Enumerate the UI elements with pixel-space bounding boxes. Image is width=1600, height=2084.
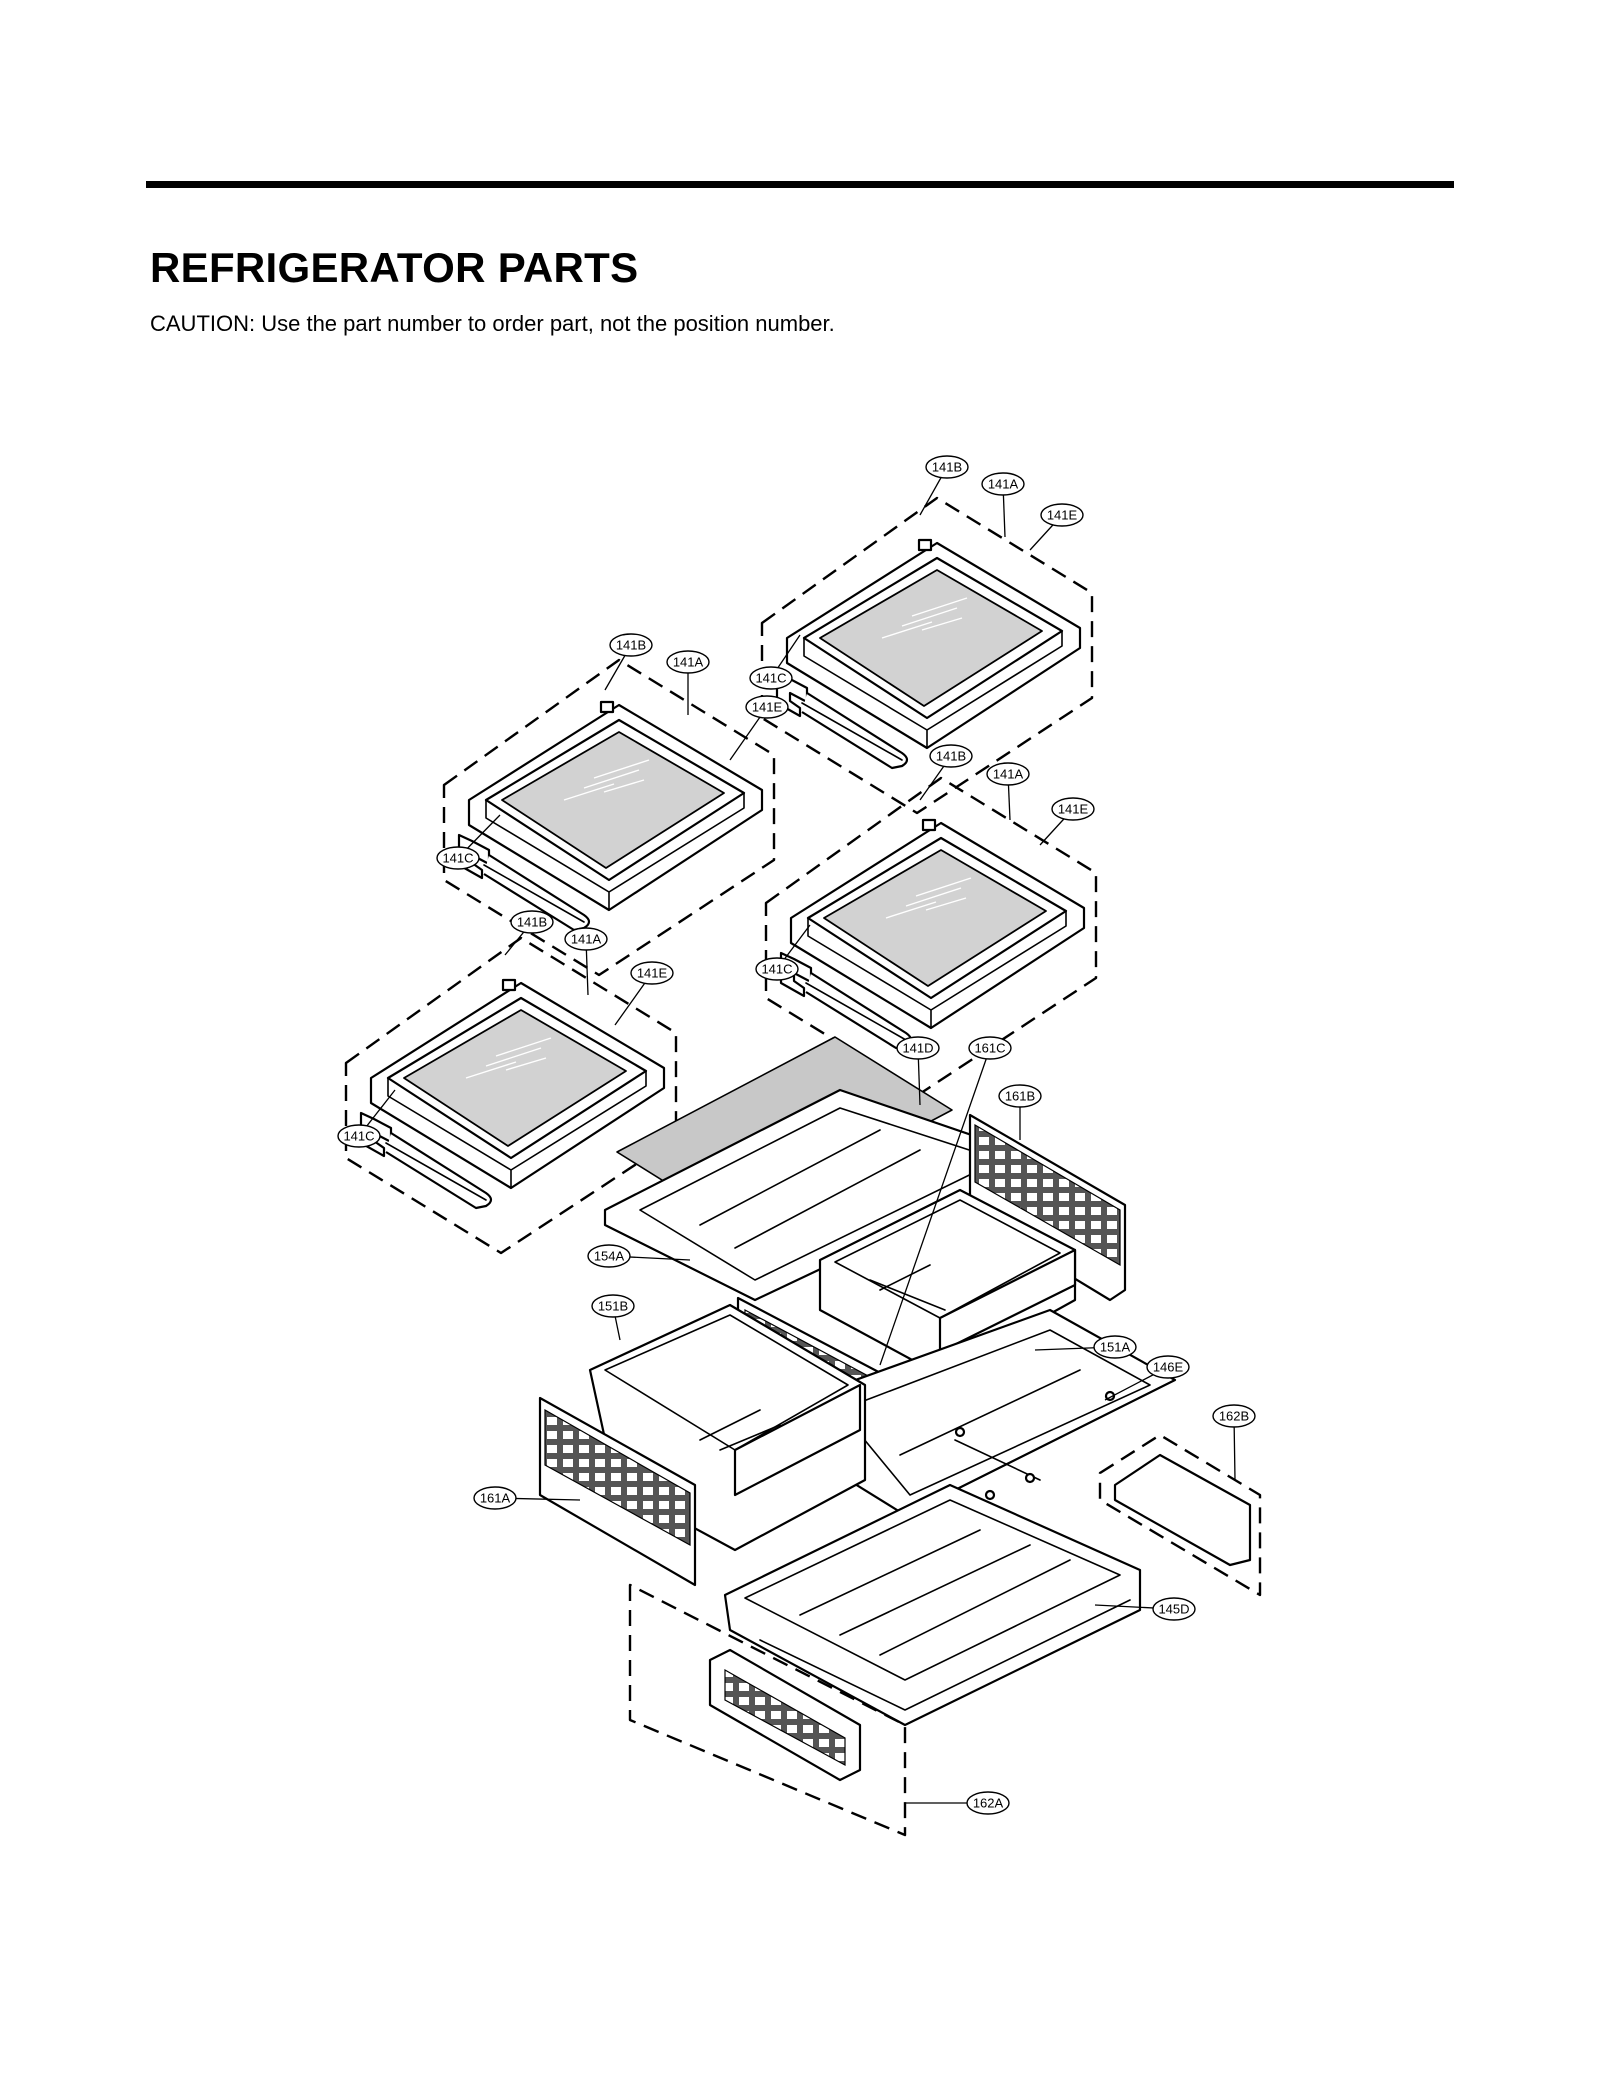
callout-162a: 162A xyxy=(905,1791,1010,1815)
callout-oval xyxy=(749,666,793,690)
callout-oval xyxy=(925,455,969,479)
callout-141a: 141A xyxy=(666,650,710,715)
callout-141a: 141A xyxy=(564,927,608,996)
page-title: REFRIGERATOR PARTS xyxy=(150,244,639,291)
callout-141e: 141E xyxy=(1039,797,1095,846)
callout-oval xyxy=(473,1486,517,1510)
callout-oval xyxy=(998,1084,1042,1108)
top-rule xyxy=(146,181,1454,188)
leader-line xyxy=(879,1047,991,1366)
callout-141b: 141B xyxy=(504,910,554,956)
callout-161c: 161C xyxy=(879,1036,1012,1366)
caution-note: CAUTION: Use the part number to order pa… xyxy=(150,311,835,336)
callout-141b: 141B xyxy=(919,744,973,801)
callout-label: 141E xyxy=(1058,802,1089,817)
crisper-side-panel-161A xyxy=(538,1396,697,1587)
callout-oval xyxy=(1051,797,1095,821)
callout-label: 141C xyxy=(343,1129,374,1144)
callout-label: 141B xyxy=(936,749,966,764)
callout-oval xyxy=(986,762,1030,786)
callout-oval xyxy=(564,927,608,951)
callout-141b: 141B xyxy=(919,455,969,516)
callout-oval xyxy=(591,1294,635,1318)
callout-label: 146E xyxy=(1153,1360,1184,1375)
callout-label: 141B xyxy=(517,915,547,930)
callout-141c: 141C xyxy=(755,924,811,981)
callout-141e: 141E xyxy=(729,695,789,761)
callout-oval xyxy=(966,1791,1010,1815)
callout-label: 141E xyxy=(752,700,783,715)
callout-oval xyxy=(630,961,674,985)
callout-label: 141C xyxy=(755,671,786,686)
callout-label: 141A xyxy=(571,932,602,947)
callout-label: 161B xyxy=(1005,1089,1035,1104)
callout-label: 145D xyxy=(1158,1602,1189,1617)
callout-oval xyxy=(1040,503,1084,527)
callout-161b: 161B xyxy=(998,1084,1042,1140)
drawer-rail-162B xyxy=(1098,1433,1262,1597)
callout-label: 161C xyxy=(974,1041,1005,1056)
callout-141d: 141D xyxy=(896,1036,940,1106)
callout-oval xyxy=(1146,1355,1190,1379)
callout-label: 161A xyxy=(480,1491,511,1506)
crisper-side-panel-161B xyxy=(968,1113,1127,1302)
callout-141b: 141B xyxy=(604,633,653,691)
callout-label: 141A xyxy=(673,655,704,670)
callout-label: 151A xyxy=(1100,1340,1131,1355)
callout-oval xyxy=(666,650,710,674)
callout-141c: 141C xyxy=(436,814,501,870)
callout-label: 141A xyxy=(993,767,1024,782)
shelf-assembly-upper-left xyxy=(442,658,776,977)
bottom-drawer-145D xyxy=(723,1483,1142,1727)
callout-154a: 154A xyxy=(587,1244,691,1268)
callout-141c: 141C xyxy=(337,1089,396,1148)
callout-161a: 161A xyxy=(473,1486,581,1510)
callout-label: 141E xyxy=(1047,508,1078,523)
shelf-assembly-top xyxy=(760,496,1094,815)
callout-label: 141C xyxy=(761,962,792,977)
callout-141c: 141C xyxy=(749,634,801,690)
callout-layer: 141B 141A 141E 141C 141B 141A 141E 141C 141B 141A… xyxy=(337,455,1256,1815)
callout-label: 141D xyxy=(902,1041,933,1056)
callout-151b: 151B xyxy=(591,1294,635,1341)
callout-151a: 151A xyxy=(1034,1335,1137,1359)
callout-label: 141B xyxy=(932,460,962,475)
callout-label: 162B xyxy=(1219,1409,1249,1424)
callout-145d: 145D xyxy=(1094,1597,1196,1621)
callout-label: 141E xyxy=(637,966,668,981)
callout-141e: 141E xyxy=(1029,503,1084,551)
callout-label: 141B xyxy=(616,638,646,653)
drawer-rail-162A xyxy=(628,1583,907,1837)
callout-oval xyxy=(1212,1404,1256,1428)
callout-oval xyxy=(968,1036,1012,1060)
callout-label: 141A xyxy=(988,477,1019,492)
callout-oval xyxy=(929,744,973,768)
callout-oval xyxy=(896,1036,940,1060)
callout-oval xyxy=(609,633,653,657)
callout-oval xyxy=(1093,1335,1137,1359)
callout-oval xyxy=(436,846,480,870)
callout-label: 162A xyxy=(973,1796,1004,1811)
callout-oval xyxy=(587,1244,631,1268)
callout-oval xyxy=(337,1124,381,1148)
callout-oval xyxy=(745,695,789,719)
callout-oval xyxy=(981,472,1025,496)
callout-label: 151B xyxy=(598,1299,628,1314)
callout-oval xyxy=(755,957,799,981)
callout-141a: 141A xyxy=(986,762,1030,821)
callout-label: 154A xyxy=(594,1249,625,1264)
callout-141a: 141A xyxy=(981,472,1025,538)
callout-141e: 141E xyxy=(614,961,674,1026)
callout-label: 141C xyxy=(442,851,473,866)
callout-162b: 162B xyxy=(1212,1404,1256,1481)
callout-oval xyxy=(510,910,554,934)
callout-oval xyxy=(1152,1597,1196,1621)
callout-146e: 146E xyxy=(1104,1355,1190,1401)
